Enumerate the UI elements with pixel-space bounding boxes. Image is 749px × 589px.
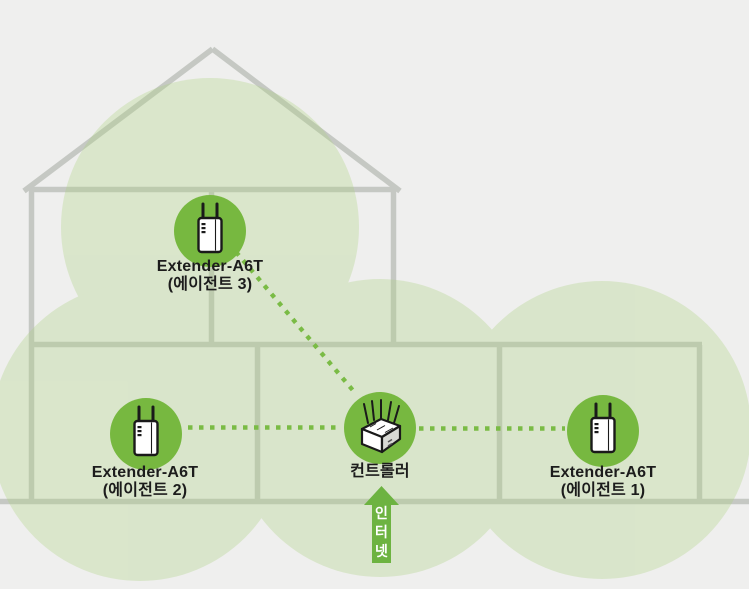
node-extender-agent-1 [567, 395, 639, 467]
led-vents [201, 223, 206, 234]
node-sublabel: (에이전트 2) [102, 482, 188, 499]
router-icon [344, 392, 416, 464]
extender-icon [174, 195, 246, 267]
roof-left-line [22, 46, 215, 194]
node-label: Extender-A6T [156, 258, 264, 275]
node-label: Extender-A6T [91, 464, 199, 481]
node-extender-agent-3-label: Extender-A6T (에이전트 3) [100, 258, 320, 294]
node-extender-agent-1-label: Extender-A6T (에이전트 1) [493, 464, 713, 500]
node-label: Extender-A6T [549, 464, 657, 481]
node-sublabel: (에이전트 3) [167, 276, 253, 293]
roof-right-line [210, 46, 402, 194]
router-hatching [369, 423, 394, 433]
internet-arrow-char: 넷 [375, 543, 388, 559]
node-sublabel: (에이전트 1) [560, 482, 646, 499]
internet-arrow-char: 터 [375, 524, 388, 540]
node-extender-agent-2 [110, 398, 182, 470]
extender-icon [567, 395, 639, 467]
internet-arrow [364, 486, 399, 563]
internet-arrow-char: 인 [375, 505, 388, 521]
node-controller-label: 컨트롤러 [270, 463, 490, 481]
node-label: 컨트롤러 [350, 463, 410, 480]
node-controller [344, 392, 416, 464]
node-extender-agent-3 [174, 195, 246, 267]
extender-icon [110, 398, 182, 470]
node-extender-agent-2-label: Extender-A6T (에이전트 2) [35, 464, 255, 500]
led-vents [594, 423, 599, 434]
internet-arrow-label: 인 터 넷 [371, 506, 393, 559]
wifi-backhaul-links [188, 250, 565, 431]
router-ports [387, 438, 393, 447]
link-agent3-controller [234, 250, 358, 396]
led-vents [137, 426, 142, 437]
router-antennas [363, 399, 400, 424]
